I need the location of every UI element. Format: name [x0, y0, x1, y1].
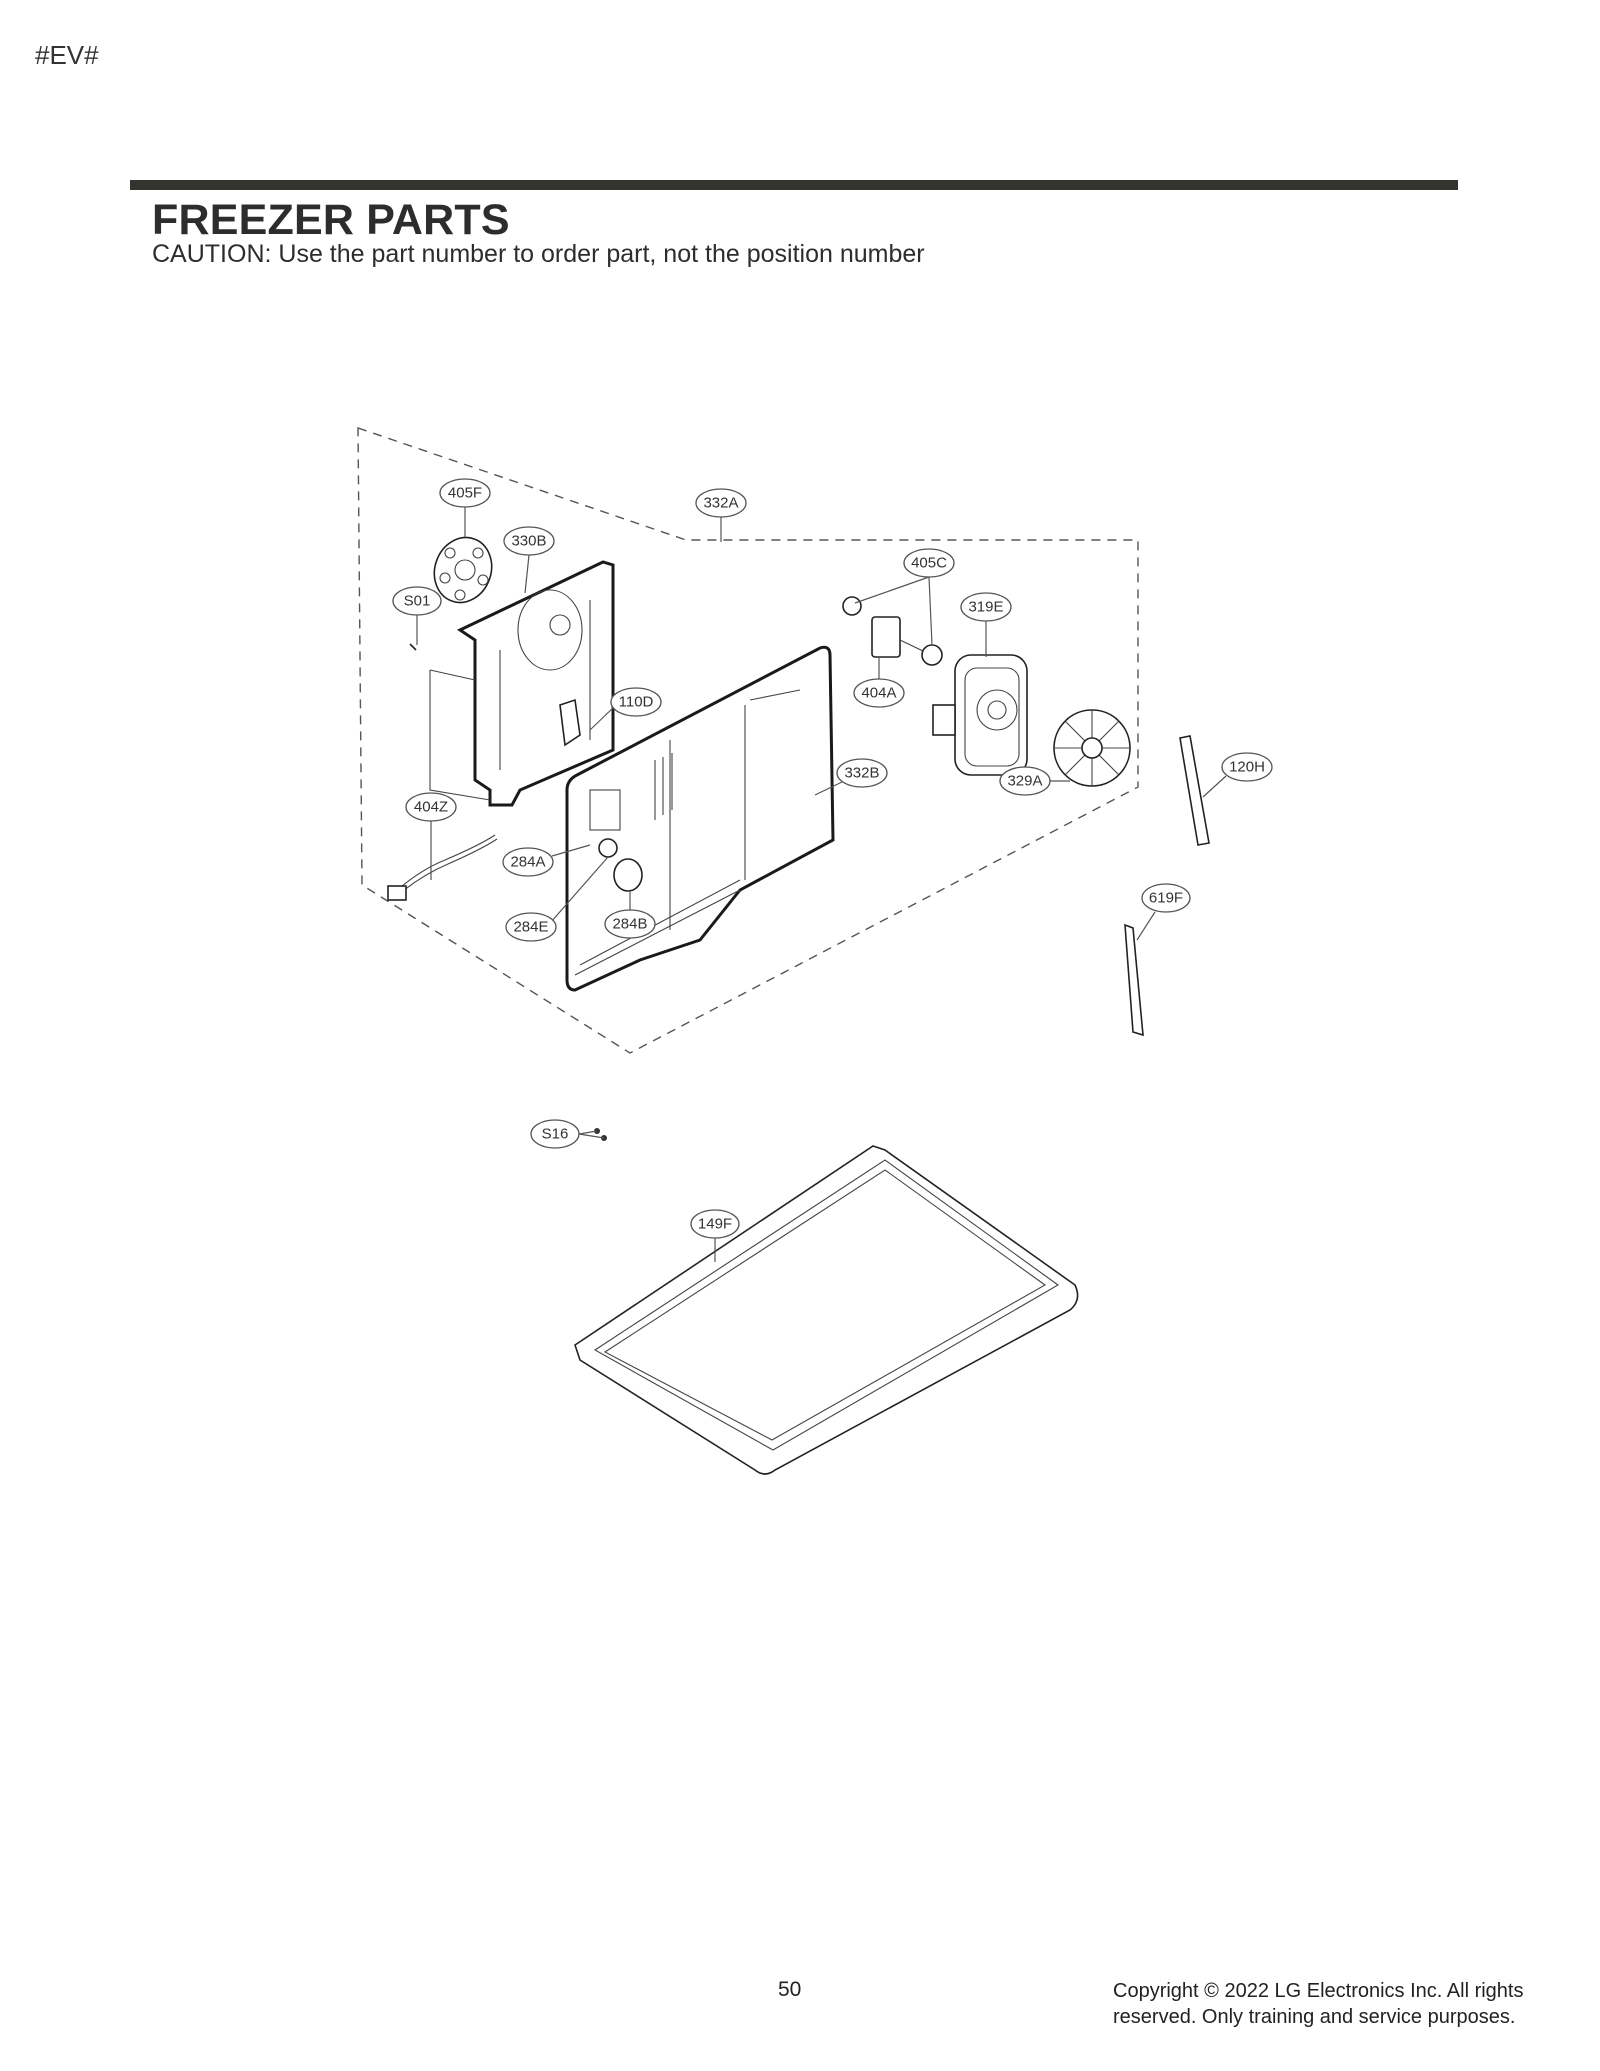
callout-404Z: 404Z	[405, 792, 457, 822]
callout-619F: 619F	[1141, 883, 1191, 913]
svg-text:110D: 110D	[619, 694, 654, 711]
leader-lines	[416, 507, 1227, 1262]
fan-blade-329A	[1053, 709, 1131, 787]
assembly-outline	[357, 427, 1139, 1054]
page-number: 50	[778, 1978, 802, 2001]
copyright-line-1: Copyright © 2022 LG Electronics Inc. All…	[1113, 1980, 1524, 2002]
fan-shroud-319E	[932, 654, 1028, 776]
svg-text:S16: S16	[542, 1126, 569, 1143]
svg-text:284A: 284A	[510, 854, 545, 871]
callout-284B: 284B	[604, 909, 656, 939]
svg-text:404A: 404A	[861, 685, 896, 702]
caution-note: CAUTION: Use the part number to order pa…	[152, 240, 925, 268]
disc-405F	[433, 536, 493, 604]
strip-619F	[1124, 923, 1144, 1037]
callout-330B: 330B	[503, 526, 555, 556]
callout-405C: 405C	[903, 548, 955, 578]
svg-text:332B: 332B	[844, 765, 879, 782]
svg-text:330B: 330B	[511, 533, 546, 550]
cover-panel-332B	[565, 645, 835, 992]
callout-404A: 404A	[853, 678, 905, 708]
callout-284E: 284E	[505, 912, 557, 942]
fan-bracket-330B	[429, 560, 615, 807]
svg-text:619F: 619F	[1149, 890, 1183, 907]
glass-shelf-149F	[574, 1145, 1079, 1475]
copyright-notice: Copyright © 2022 LG Electronics Inc. All…	[1113, 1978, 1573, 2030]
callout-110D: 110D	[610, 687, 662, 717]
strip-120H	[1179, 735, 1210, 846]
svg-text:332A: 332A	[703, 495, 738, 512]
svg-text:405F: 405F	[448, 485, 482, 502]
svg-text:284B: 284B	[612, 916, 647, 933]
svg-text:404Z: 404Z	[414, 799, 448, 816]
callout-284A: 284A	[502, 847, 554, 877]
svg-text:405C: 405C	[911, 555, 947, 572]
wire-harness-404Z	[387, 834, 498, 901]
svg-text:329A: 329A	[1007, 773, 1042, 790]
callout-120H: 120H	[1221, 752, 1273, 782]
page-title: FREEZER PARTS	[152, 196, 510, 244]
fan-motor-404A	[842, 596, 943, 666]
header-rule	[130, 180, 1458, 190]
copyright-line-2: reserved. Only training and service purp…	[1113, 2006, 1516, 2028]
callout-149F: 149F	[690, 1209, 740, 1239]
callout-S01: S01	[392, 586, 442, 616]
callout-329A: 329A	[999, 766, 1051, 796]
callout-405F: 405F	[439, 478, 491, 508]
callout-332B: 332B	[836, 758, 888, 788]
svg-text:S01: S01	[404, 593, 431, 610]
svg-text:120H: 120H	[1229, 759, 1265, 776]
svg-text:149F: 149F	[698, 1216, 732, 1233]
document-tag: #EV#	[35, 40, 99, 70]
svg-text:284E: 284E	[513, 919, 548, 936]
callout-332A: 332A	[695, 488, 747, 518]
screws-S16	[594, 1128, 607, 1141]
callout-319E: 319E	[960, 592, 1012, 622]
svg-text:319E: 319E	[968, 599, 1003, 616]
callout-S16: S16	[530, 1119, 580, 1149]
screw-S01	[409, 643, 417, 651]
